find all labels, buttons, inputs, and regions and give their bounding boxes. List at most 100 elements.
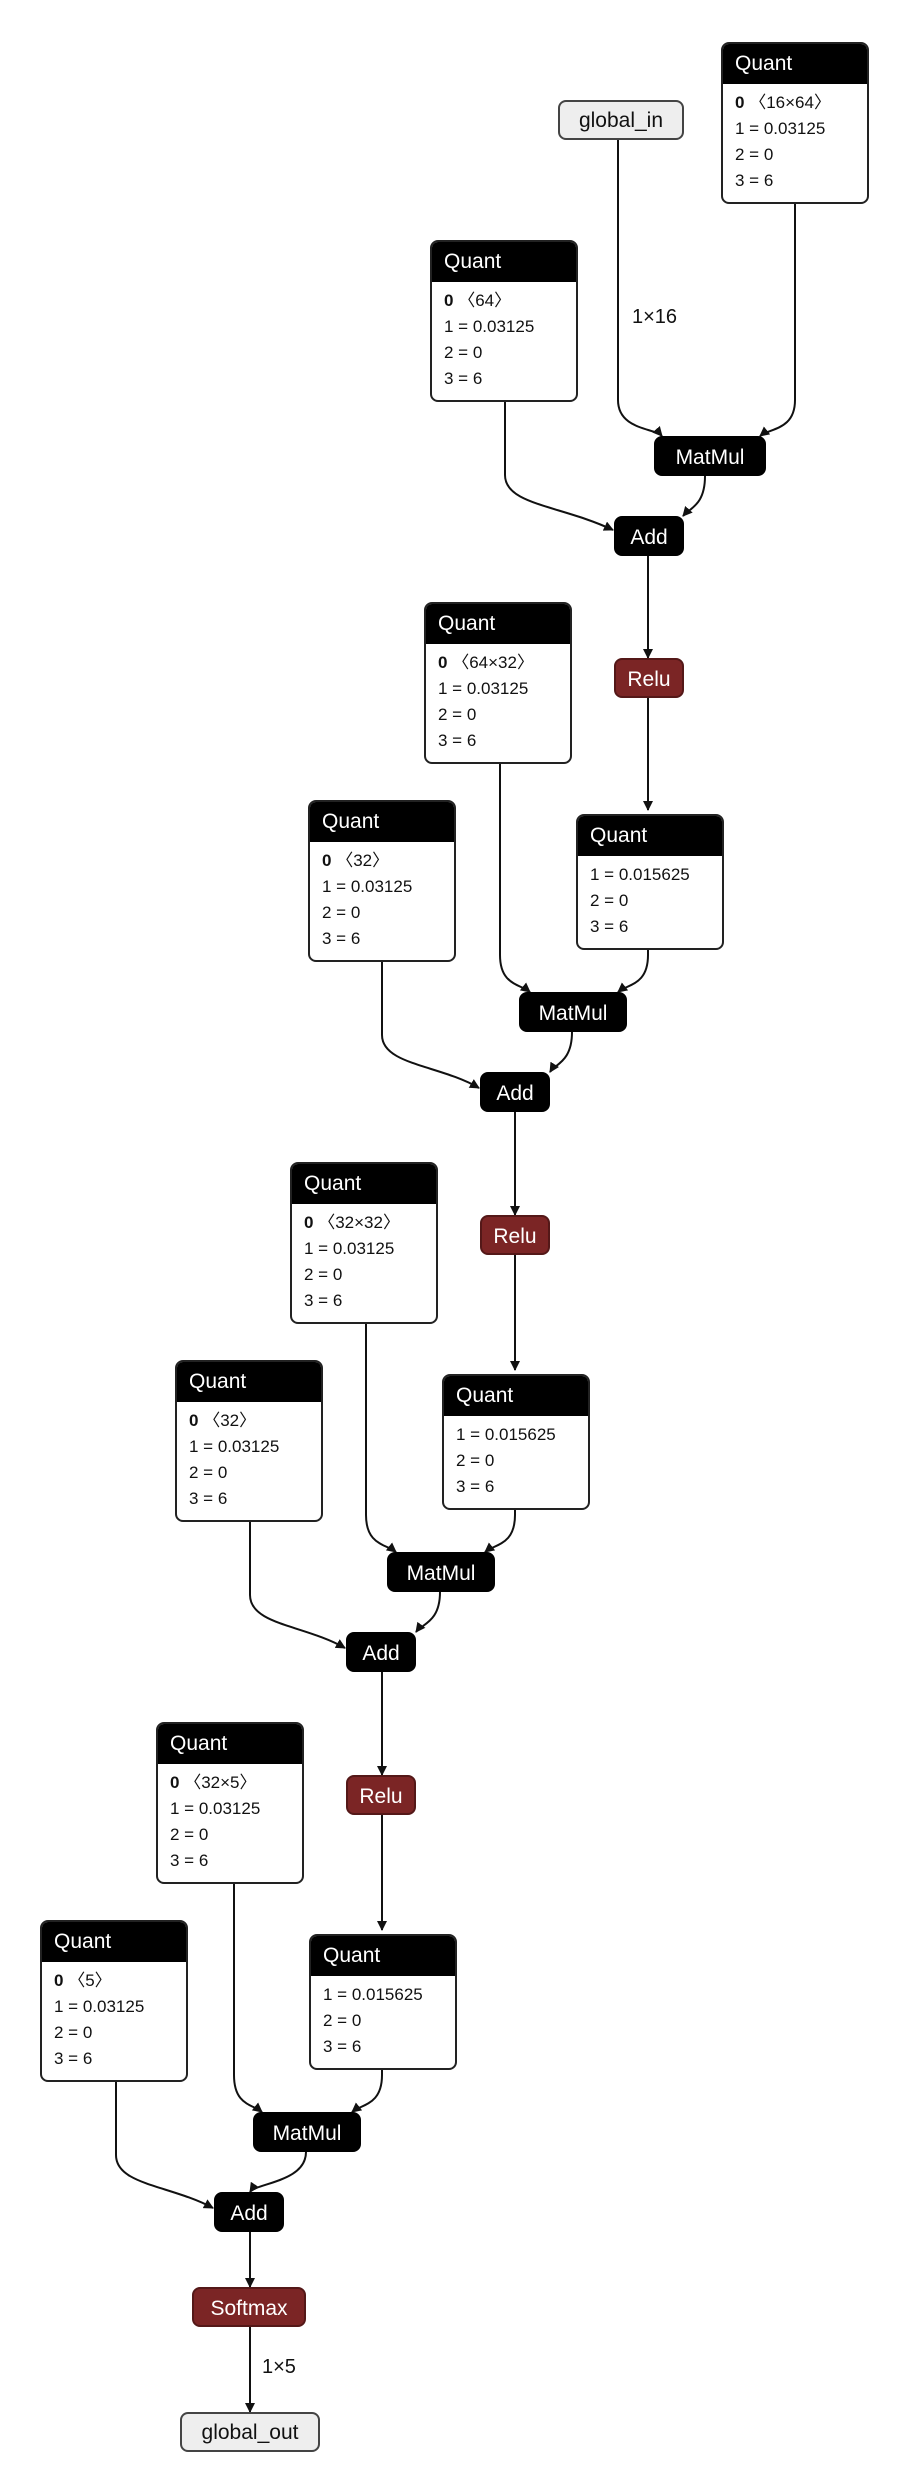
quant-attribute-row: 2 = 0	[456, 1448, 576, 1474]
edge-qb3-add3	[249, 1516, 346, 1649]
quant-attribute-value: 2 = 0	[444, 343, 483, 362]
quant-title: Quant	[723, 44, 867, 84]
add-node-3[interactable]: Add	[346, 1632, 416, 1672]
quant-attribute-key: 0	[304, 1213, 314, 1232]
quant-attribute-shape: 〈32〉	[198, 1411, 257, 1430]
quant-attribute-value: 3 = 6	[590, 917, 629, 936]
quant-attribute-row: 1 = 0.03125	[322, 874, 442, 900]
quant-attribute-value: 3 = 6	[54, 2049, 93, 2068]
quant-attribute-row: 3 = 6	[304, 1288, 424, 1314]
global-in-node[interactable]: global_in	[558, 100, 684, 140]
quant-attribute-row: 2 = 0	[322, 900, 442, 926]
quant-attribute-row: 0 〈5〉	[54, 1968, 174, 1994]
quant-attribute-value: 3 = 6	[304, 1291, 343, 1310]
input-shape-label: 1×16	[632, 306, 678, 328]
quant-attribute-key: 0	[322, 851, 332, 870]
quant-attribute-value: 2 = 0	[304, 1265, 343, 1284]
quant-attribute-row: 1 = 0.015625	[590, 862, 710, 888]
quant-title: Quant	[432, 242, 576, 282]
quant-attribute-row: 2 = 0	[54, 2020, 174, 2046]
quant-attribute-value: 2 = 0	[170, 1825, 209, 1844]
quant-attribute-value: 3 = 6	[444, 369, 483, 388]
softmax-node[interactable]: Softmax	[192, 2287, 306, 2327]
quant-attribute-row: 1 = 0.03125	[54, 1994, 174, 2020]
add-node-4[interactable]: Add	[214, 2192, 284, 2232]
edge-qb4-add4	[115, 2076, 214, 2209]
quant-attribute-key: 0	[170, 1773, 180, 1792]
quant-title: Quant	[311, 1936, 455, 1976]
quant-attribute-row: 1 = 0.03125	[189, 1434, 309, 1460]
relu-node-1[interactable]: Relu	[614, 658, 684, 698]
edge-matmul1-add1	[682, 475, 706, 517]
quant-attribute-row: 1 = 0.03125	[438, 676, 558, 702]
edge-qw2-matmul2	[499, 758, 531, 993]
quant-attribute-value: 3 = 6	[322, 929, 361, 948]
output-shape-label: 1×5	[262, 2356, 296, 2378]
quant-attribute-value: 1 = 0.015625	[323, 1985, 423, 2004]
quant-title: Quant	[292, 1164, 436, 1204]
relu-node-2[interactable]: Relu	[480, 1215, 550, 1255]
quant-attribute-value: 3 = 6	[323, 2037, 362, 2056]
quant-attribute-shape: 〈32〉	[331, 851, 390, 870]
quant-attribute-row: 1 = 0.015625	[323, 1982, 443, 2008]
quant-attribute-row: 3 = 6	[170, 1848, 290, 1874]
add-node-2[interactable]: Add	[480, 1072, 550, 1112]
quant-attribute-row: 1 = 0.03125	[444, 314, 564, 340]
matmul-node-4[interactable]: MatMul	[253, 2112, 361, 2152]
edge-in-matmul1	[617, 140, 663, 437]
matmul-node-3[interactable]: MatMul	[387, 1552, 495, 1592]
quant-title: Quant	[177, 1362, 321, 1402]
edge-matmul3-add3	[415, 1591, 441, 1633]
quant-title: Quant	[444, 1376, 588, 1416]
quant-attribute-value: 2 = 0	[735, 145, 774, 164]
quant-attribute-row: 1 = 0.03125	[735, 116, 855, 142]
edge-matmul4-add4	[249, 2151, 307, 2193]
quant-attribute-value: 2 = 0	[438, 705, 477, 724]
edge-matmul2-add2	[549, 1031, 573, 1073]
add-node-1[interactable]: Add	[614, 516, 684, 556]
edge-qb1-add1	[504, 396, 614, 531]
quant-title: Quant	[158, 1724, 302, 1764]
quant-attribute-row: 2 = 0	[590, 888, 710, 914]
quant-attribute-row: 3 = 6	[735, 168, 855, 194]
quant-attribute-value: 1 = 0.03125	[735, 119, 826, 138]
quant-attribute-row: 2 = 0	[189, 1460, 309, 1486]
edge-qw1-matmul1	[759, 198, 796, 437]
quant-node-w3[interactable]: Quant 0 〈32×32〉1 = 0.03125 2 = 0 3 = 6	[290, 1162, 438, 1324]
quant-attribute-value: 3 = 6	[735, 171, 774, 190]
quant-attribute-value: 2 = 0	[456, 1451, 495, 1470]
matmul-node-1[interactable]: MatMul	[654, 436, 766, 476]
global-out-node[interactable]: global_out	[180, 2412, 320, 2452]
quant-attribute-value: 2 = 0	[54, 2023, 93, 2042]
relu-node-3[interactable]: Relu	[346, 1775, 416, 1815]
quant-attribute-row: 1 = 0.03125	[304, 1236, 424, 1262]
quant-attribute-row: 2 = 0	[304, 1262, 424, 1288]
quant-attribute-row: 3 = 6	[590, 914, 710, 940]
quant-attribute-key: 0	[735, 93, 745, 112]
quant-attribute-shape: 〈32×5〉	[179, 1773, 257, 1792]
quant-attribute-row: 0 〈32×32〉	[304, 1210, 424, 1236]
matmul-node-2[interactable]: MatMul	[519, 992, 627, 1032]
quant-attribute-value: 3 = 6	[170, 1851, 209, 1870]
quant-attribute-row: 3 = 6	[189, 1486, 309, 1512]
quant-title: Quant	[578, 816, 722, 856]
quant-attribute-value: 1 = 0.03125	[444, 317, 535, 336]
quant-attribute-value: 1 = 0.03125	[54, 1997, 145, 2016]
quant-attribute-row: 3 = 6	[323, 2034, 443, 2060]
quant-title: Quant	[426, 604, 570, 644]
